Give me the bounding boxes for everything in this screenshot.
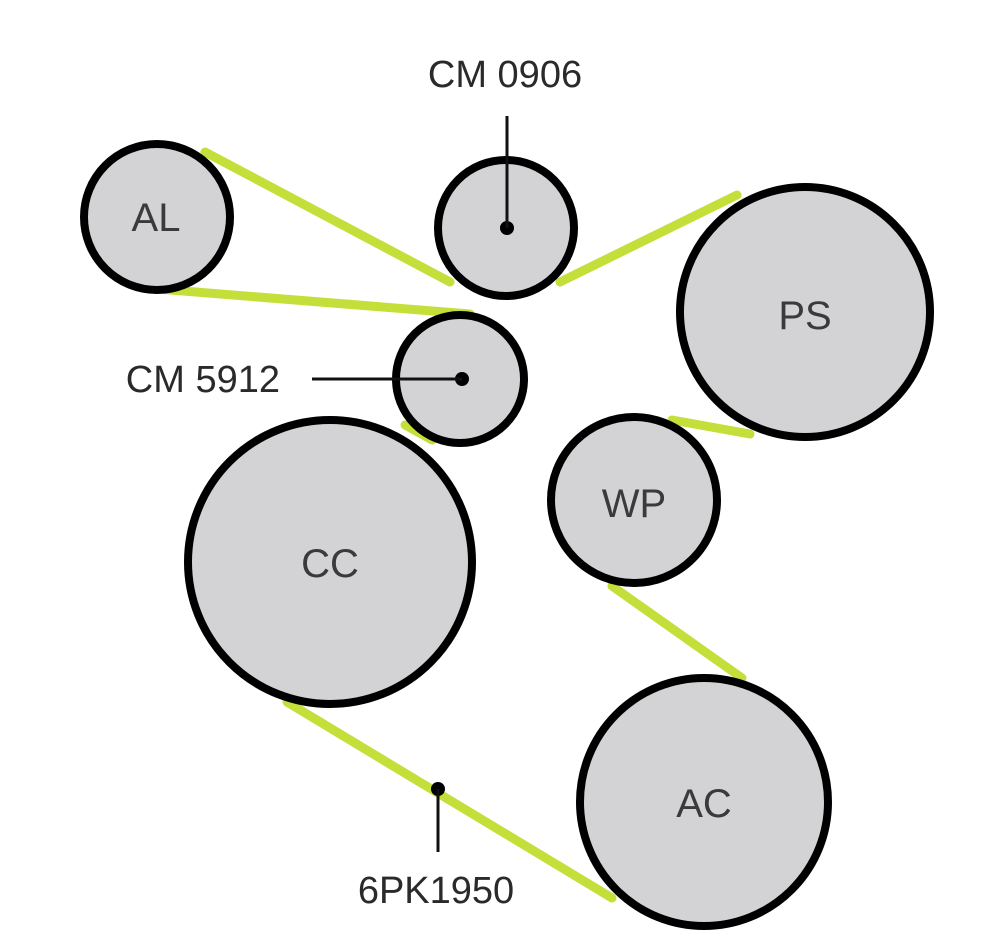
belt-segment-al-cm5912 xyxy=(153,284,475,319)
pulley-wp-circle xyxy=(547,413,721,587)
pulley-cc: CC xyxy=(184,416,476,708)
callout-cm-5912-text: CM 5912 xyxy=(126,359,280,401)
pulley-wp-label: WP xyxy=(602,482,666,526)
pulley-al: AL xyxy=(80,140,234,294)
callout-belt: 6PK1950 xyxy=(358,782,514,912)
pulley-cc-circle xyxy=(184,416,476,708)
pulley-ac-label: AC xyxy=(676,782,732,826)
belt-segment-al-cm0906 xyxy=(200,147,455,287)
callout-cm-0906-text: CM 0906 xyxy=(428,54,582,96)
pulley-ps-label: PS xyxy=(778,294,831,338)
belt-segment-wp-ac xyxy=(607,581,747,683)
callout-cm-0906: CM 0906 xyxy=(428,54,582,228)
pulley-al-circle xyxy=(80,140,234,294)
belt-segment-ps-wp xyxy=(667,415,755,439)
pulley-al-label: AL xyxy=(132,196,181,240)
pulley-ps-circle xyxy=(676,183,934,441)
pulley-ac-circle xyxy=(576,674,832,930)
pulley-cc-label: CC xyxy=(301,542,359,586)
belt-segment-cc-ac xyxy=(282,697,617,903)
pulley-wp: WP xyxy=(547,413,721,587)
pulley-ac: AC xyxy=(576,674,832,930)
callout-belt-text: 6PK1950 xyxy=(358,870,514,912)
belt-segment-cm0906-ps xyxy=(555,190,742,287)
pulley-ps: PS xyxy=(676,183,934,441)
callout-cm-5912: CM 5912 xyxy=(126,359,462,401)
belt xyxy=(153,147,755,903)
